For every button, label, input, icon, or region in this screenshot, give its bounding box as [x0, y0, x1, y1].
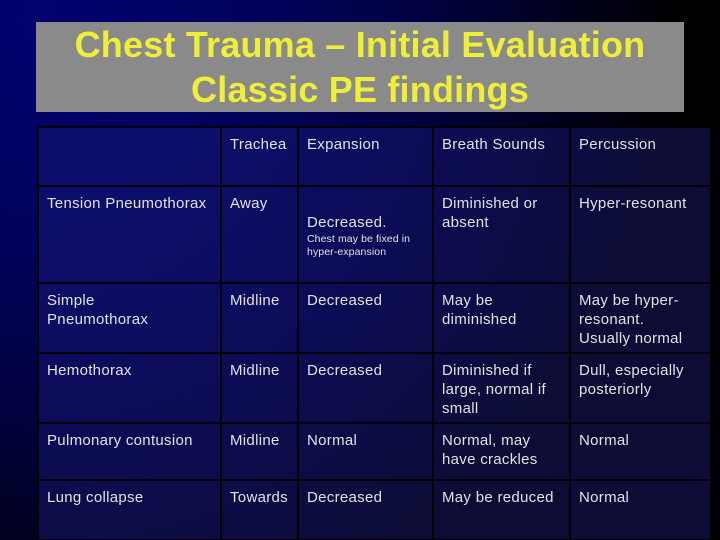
- cell-lung-trachea: Towards: [220, 479, 299, 540]
- cell-lung-percussion: Normal: [569, 479, 712, 540]
- table-row-simple-pneumothorax: Simple Pneumothorax Midline Decreased Ma…: [37, 282, 712, 354]
- table-header-row: Trachea Expansion Breath Sounds Percussi…: [37, 126, 712, 187]
- cell-hemothorax-expansion: Decreased: [297, 352, 434, 424]
- cell-simple-percussion: May be hyper- resonant. Usually normal: [569, 282, 712, 354]
- cell-hemothorax-breath-sounds: Diminished if large, normal if small: [432, 352, 571, 424]
- pe-findings-table: Trachea Expansion Breath Sounds Percussi…: [37, 126, 712, 540]
- cell-simple-trachea: Midline: [220, 282, 299, 354]
- cell-simple-breath-sounds: May be diminished: [432, 282, 571, 354]
- cell-tension-breath-sounds: Diminished or absent: [432, 185, 571, 284]
- cell-hemothorax-percussion: Dull, especially posteriorly: [569, 352, 712, 424]
- cell-lung-breath-sounds: May be reduced: [432, 479, 571, 540]
- cell-pulmonary-breath-sounds: Normal, may have crackles: [432, 422, 571, 481]
- slide-title: Chest Trauma – Initial Evaluation Classi…: [36, 22, 684, 112]
- title-line-1: Chest Trauma – Initial Evaluation: [74, 24, 646, 65]
- cell-tension-percussion: Hyper-resonant: [569, 185, 712, 284]
- cell-pulmonary-trachea: Midline: [220, 422, 299, 481]
- table-row-lung-collapse: Lung collapse Towards Decreased May be r…: [37, 479, 712, 540]
- table-row-tension-pneumothorax: Tension Pneumothorax Away Decreased. Che…: [37, 185, 712, 284]
- cell-pulmonary-expansion: Normal: [297, 422, 434, 481]
- cell-hemothorax-trachea: Midline: [220, 352, 299, 424]
- title-line-2: Classic PE findings: [191, 69, 529, 110]
- row-label-lung-collapse: Lung collapse: [37, 479, 222, 540]
- cell-tension-expansion-value: Decreased.: [307, 214, 387, 231]
- column-header-breath-sounds: Breath Sounds: [432, 126, 571, 187]
- column-header-trachea: Trachea: [220, 126, 299, 187]
- cell-lung-expansion: Decreased: [297, 479, 434, 540]
- table-row-hemothorax: Hemothorax Midline Decreased Diminished …: [37, 352, 712, 424]
- row-label-hemothorax: Hemothorax: [37, 352, 222, 424]
- table-row-pulmonary-contusion: Pulmonary contusion Midline Normal Norma…: [37, 422, 712, 481]
- row-label-simple-pneumothorax: Simple Pneumothorax: [37, 282, 222, 354]
- column-header-expansion: Expansion: [297, 126, 434, 187]
- cell-tension-expansion-note: Chest may be fixed in hyper-expansion: [307, 233, 411, 258]
- row-label-tension-pneumothorax: Tension Pneumothorax: [37, 185, 222, 284]
- cell-pulmonary-percussion: Normal: [569, 422, 712, 481]
- cell-tension-expansion: Decreased. Chest may be fixed in hyper-e…: [297, 185, 434, 284]
- column-header-percussion: Percussion: [569, 126, 712, 187]
- cell-simple-expansion: Decreased: [297, 282, 434, 354]
- column-header-condition: [37, 126, 222, 187]
- cell-tension-trachea: Away: [220, 185, 299, 284]
- row-label-pulmonary-contusion: Pulmonary contusion: [37, 422, 222, 481]
